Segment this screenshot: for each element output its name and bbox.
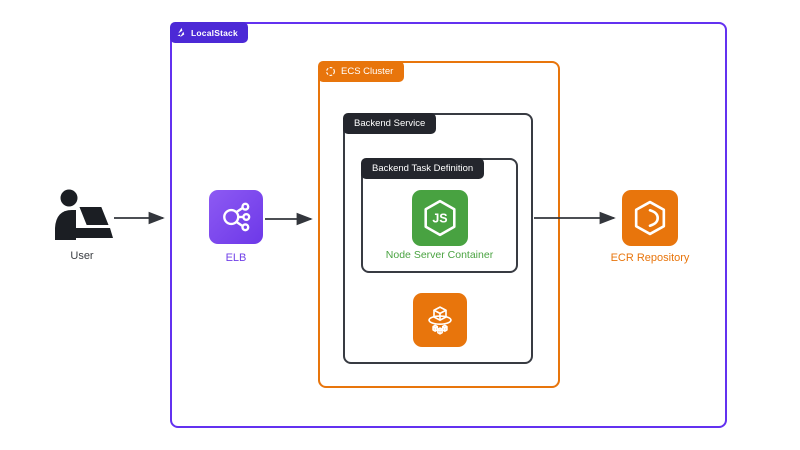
person-at-laptop-icon — [52, 188, 114, 242]
ecs-containers-icon — [413, 293, 467, 347]
svg-text:JS: JS — [432, 211, 447, 225]
backend-service-tab: Backend Service — [343, 113, 437, 134]
ecs-cluster-tab: ECS Cluster — [318, 61, 405, 82]
node-server-container-label: Node Server Container — [385, 249, 494, 261]
ecs-cluster-label: ECS Cluster — [341, 66, 394, 77]
ecs-cluster-icon — [325, 66, 336, 77]
backend-task-definition-label: Backend Task Definition — [372, 163, 474, 174]
ecr-registry-icon — [622, 190, 678, 246]
ecr-repository-label: ECR Repository — [610, 252, 690, 264]
nodejs-icon: JS — [412, 190, 468, 246]
localstack-label: LocalStack — [191, 27, 238, 38]
backend-service-label: Backend Service — [354, 118, 426, 129]
user-label: User — [70, 250, 94, 262]
backend-task-definition-tab: Backend Task Definition — [361, 158, 485, 179]
localstack-logo-icon — [176, 27, 187, 38]
elb-label: ELB — [225, 252, 247, 264]
backend-service-boundary: Backend Service — [343, 113, 533, 364]
ecs-cluster-boundary: ECS Cluster — [318, 61, 560, 388]
localstack-tab: LocalStack — [170, 22, 248, 43]
load-balancer-icon — [209, 190, 263, 244]
localstack-boundary: LocalStack — [170, 22, 727, 428]
backend-task-definition-boundary: Backend Task Definition — [361, 158, 518, 273]
